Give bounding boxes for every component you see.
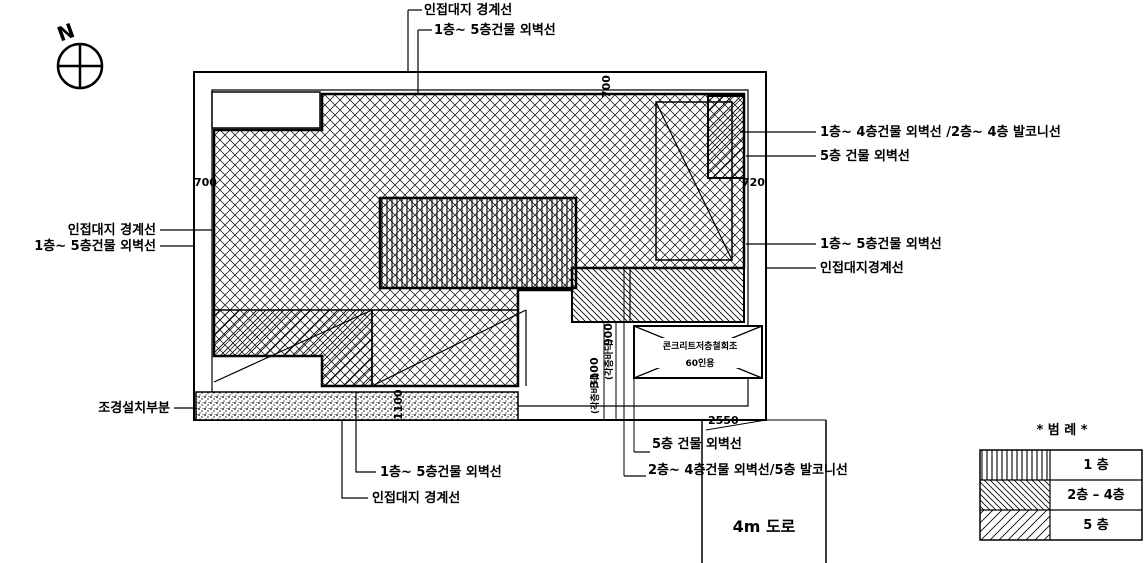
legend-swatch-5f	[980, 510, 1050, 540]
zone-2-4f-bottom	[571, 267, 745, 323]
core-1f	[378, 196, 578, 290]
label-left-boundary: 인접대지 경계선	[68, 222, 156, 238]
label-landscape: 조경설치부분	[98, 400, 170, 416]
label-bottom-wall-balcony: 2층~ 4층건물 외벽선/5층 발코니선	[648, 462, 848, 478]
label-bottom-wall-5f: 5층 건물 외벽선	[652, 436, 742, 452]
parking-label: 60인용	[685, 358, 714, 369]
north-letter: N	[54, 18, 78, 46]
label-right-wall-1-5: 1층~ 5층건물 외벽선	[820, 236, 942, 252]
dim-vertical-2: 900	[602, 323, 615, 346]
right-balcony	[655, 101, 733, 261]
label-top-boundary: 인접대지 경계선	[424, 2, 512, 18]
label-right-wall-5f: 5층 건물 외벽선	[820, 148, 910, 164]
notch-top-left	[211, 91, 321, 129]
setback-line	[211, 89, 749, 407]
label-right-boundary: 인접대지경계선	[820, 260, 904, 276]
dim-right: 720	[742, 176, 765, 189]
legend-title: * 범 례 *	[1036, 422, 1087, 438]
right-5f-zone	[707, 95, 745, 179]
road-label: 4m 도로	[733, 517, 796, 536]
label-bottom-boundary: 인접대지 경계선	[372, 490, 460, 506]
landscape-area	[195, 391, 519, 421]
dim-landscape: 1100	[392, 389, 405, 420]
dim-vertical-1: 3100	[588, 357, 601, 388]
label-right-wall-balcony: 1층~ 4층건물 외벽선 /2층~ 4층 발코니선	[820, 124, 1061, 140]
label-top-wall: 1층~ 5층건물 외벽선	[434, 22, 556, 38]
legend-item-2-4f: 2층 – 4층	[1067, 487, 1125, 503]
dim-top: 700	[600, 75, 613, 98]
zone-5f-mid	[371, 309, 519, 387]
legend-swatch-2-4f	[980, 480, 1050, 510]
label-bottom-wall: 1층~ 5층건물 외벽선	[380, 464, 502, 480]
legend-item-1f: 1 층	[1083, 457, 1109, 473]
road: 4m 도로	[701, 419, 827, 563]
legend-item-5f: 5 층	[1083, 517, 1109, 533]
dim-left: 700	[194, 176, 217, 189]
legend: * 범 례 * 1 층 2층 – 4층 5 층	[979, 422, 1143, 541]
north-arrow: N	[54, 18, 104, 90]
dim-small-2: (각층바닥)	[603, 339, 615, 380]
legend-swatch-1f	[980, 450, 1050, 480]
dim-small-1: (각층바닥)	[589, 373, 601, 414]
structure-label: 콘크리트저층철회조	[663, 340, 738, 352]
label-left-wall: 1층~ 5층건물 외벽선	[34, 238, 156, 254]
dim-road: 2550	[708, 414, 739, 427]
